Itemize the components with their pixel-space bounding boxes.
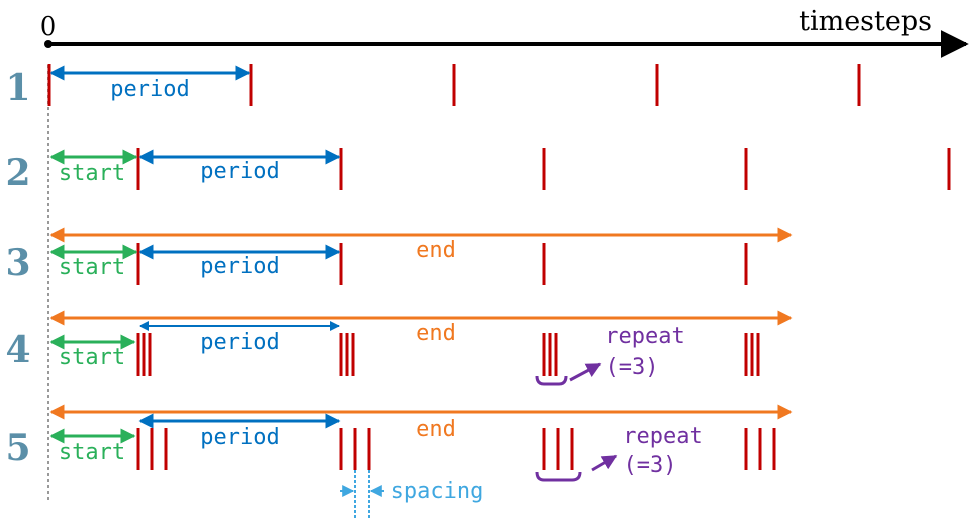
row-number-2: 2: [5, 152, 30, 194]
spacing-indicator: [340, 470, 384, 518]
row-5-repeat-count: (=3): [624, 453, 677, 478]
row-number-5: 5: [5, 427, 30, 469]
row-5-start-label: start: [59, 440, 125, 465]
row-4-repeat-count: (=3): [606, 355, 659, 380]
row-1-ticks: [47, 64, 861, 106]
row-5-end-label: end: [416, 417, 456, 442]
row-4-end-label: end: [416, 321, 456, 346]
spacing-label: spacing: [391, 479, 484, 504]
row-2-period-label: period: [200, 159, 279, 184]
row-3-end-label: end: [416, 238, 456, 263]
row-number-4: 4: [5, 329, 30, 371]
row-3-period-label: period: [200, 254, 279, 279]
time-axis-origin-dot: [44, 40, 52, 48]
row-4-ticks: [136, 333, 760, 376]
row-5-repeat-pointer-arrow: [591, 454, 618, 472]
row-4-repeat-bracket: [535, 375, 568, 386]
row-number-1: 1: [5, 67, 30, 109]
row-3-ticks: [136, 243, 748, 285]
row-5-ticks: [136, 428, 776, 470]
row-3-start-label: start: [59, 255, 125, 280]
origin-label: 0: [40, 12, 57, 42]
row-1-period-label: period: [110, 77, 189, 102]
row-5-period-label: period: [200, 425, 279, 450]
axis-label: timesteps: [799, 6, 932, 37]
row-number-3: 3: [5, 242, 30, 284]
row-4-start-label: start: [59, 345, 125, 370]
row-2-start-label: start: [59, 161, 125, 186]
row-5-repeat-bracket: [535, 471, 582, 482]
row-4-repeat-label: repeat: [605, 324, 684, 349]
row-5-repeat-label: repeat: [623, 424, 702, 449]
row-4-period-label: period: [200, 330, 279, 355]
row-4-repeat-pointer-arrow: [569, 362, 602, 382]
row-2-ticks: [136, 148, 951, 190]
